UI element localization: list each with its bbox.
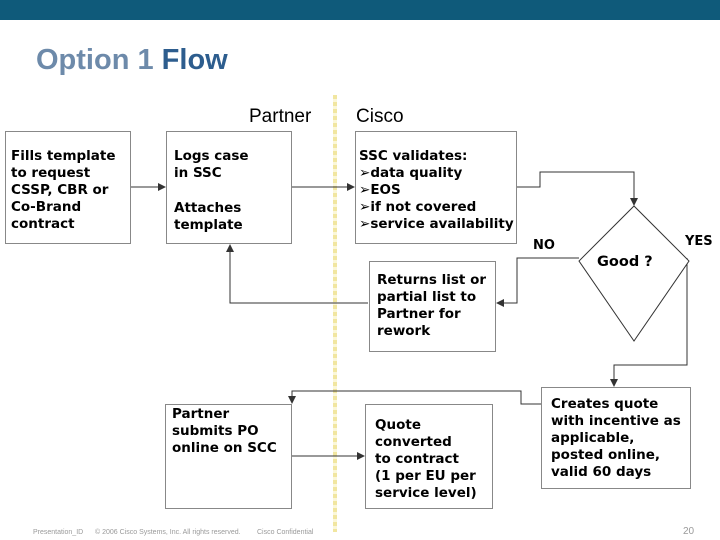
footer-copyright: © 2006 Cisco Systems, Inc. All rights re… — [95, 529, 241, 536]
decision-diamond — [578, 205, 690, 342]
no-label: NO — [533, 238, 555, 253]
attaches-template-text: Attaches template — [174, 200, 243, 233]
partner-cisco-divider — [333, 95, 337, 532]
quote-converted-box — [365, 404, 493, 509]
arrow-ssc-to-decision — [516, 171, 638, 206]
partner-submits-text: Partner submits PO online on SCC — [172, 406, 277, 456]
partner-submits-box — [165, 404, 292, 509]
arrow-returns-to-partner — [226, 244, 368, 304]
footer-presentation-id: Presentation_ID — [33, 529, 84, 536]
arrow-bullet-icon: ➢ — [359, 216, 371, 232]
arrow-quote-to-partner — [288, 390, 541, 405]
title-part-1: Option 1 — [36, 44, 154, 76]
footer-confidential: Cisco Confidential — [257, 529, 314, 536]
ssc-bullet-item: ➢EOS — [359, 182, 401, 198]
yes-label: YES — [685, 234, 713, 249]
quote-converted-text: Quote converted to contract (1 per EU pe… — [375, 417, 477, 501]
creates-quote-text: Creates quote with incentive as applicab… — [551, 396, 681, 480]
arrow-bullet-icon: ➢ — [359, 165, 371, 181]
ssc-validates-heading: SSC validates: — [359, 148, 468, 164]
arrow-bullet-icon: ➢ — [359, 182, 371, 198]
cisco-column-heading: Cisco — [356, 106, 404, 127]
arrow-bullet-icon: ➢ — [359, 199, 371, 215]
page-title: Option 1 Flow — [36, 44, 228, 77]
fills-template-box — [5, 131, 131, 244]
arrow-yes-to-quote — [610, 258, 688, 387]
footer-page-number: 20 — [683, 526, 695, 537]
ssc-validates-list: ➢data quality ➢EOS ➢if not covered ➢serv… — [359, 165, 514, 233]
arrow-no-to-returns — [496, 257, 579, 307]
returns-list-text: Returns list or partial list to Partner … — [377, 272, 486, 339]
ssc-bullet-item: ➢if not covered — [359, 199, 477, 215]
partner-column-heading: Partner — [249, 106, 312, 127]
ssc-bullet-item: ➢service availability — [359, 216, 514, 232]
top-banner — [0, 0, 720, 20]
returns-list-box — [369, 261, 496, 352]
logs-case-text: Logs case in SSC — [174, 148, 249, 181]
ssc-bullet-item: ➢data quality — [359, 165, 463, 181]
ssc-validates-box — [355, 131, 517, 244]
creates-quote-box — [541, 387, 691, 489]
title-part-2: Flow — [161, 44, 228, 76]
logs-case-box — [166, 131, 292, 244]
decision-label: Good ? — [597, 254, 653, 270]
fills-template-text: Fills template to request CSSP, CBR or C… — [11, 148, 116, 232]
